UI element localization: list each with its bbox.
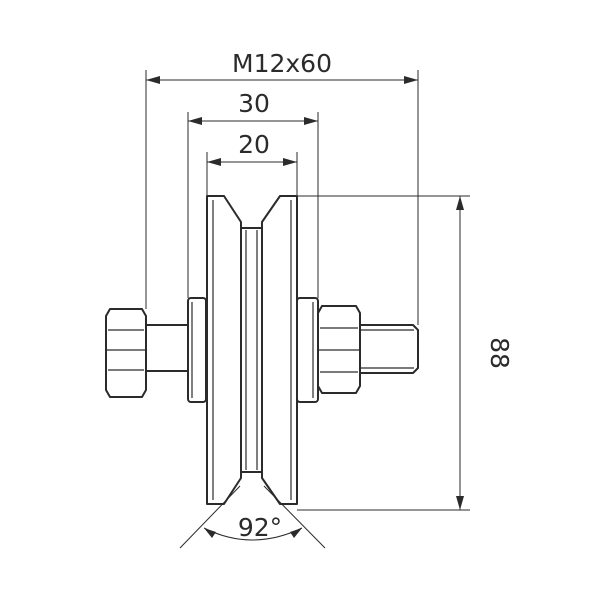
bolt-shank-left <box>145 324 193 372</box>
dimension-groove-angle: 92° <box>179 485 326 549</box>
dimension-hub-width: 30 <box>187 89 319 298</box>
bolt-shank-right <box>359 324 419 374</box>
dimension-label-wheel: 20 <box>238 130 270 159</box>
washer-left <box>187 297 207 403</box>
dimension-label-bolt: M12x60 <box>232 49 332 78</box>
dimension-label-diameter: 88 <box>485 337 514 369</box>
dimension-label-hub: 30 <box>238 89 270 118</box>
wheel-body <box>206 195 298 505</box>
dimension-bolt-length: M12x60 <box>145 49 419 325</box>
bolt-head <box>105 308 147 398</box>
dimension-wheel-width: 20 <box>206 130 298 196</box>
nut <box>317 305 361 394</box>
washer-right <box>296 297 319 403</box>
dimension-label-angle: 92° <box>238 513 282 542</box>
dimension-diameter: 88 <box>297 195 514 511</box>
